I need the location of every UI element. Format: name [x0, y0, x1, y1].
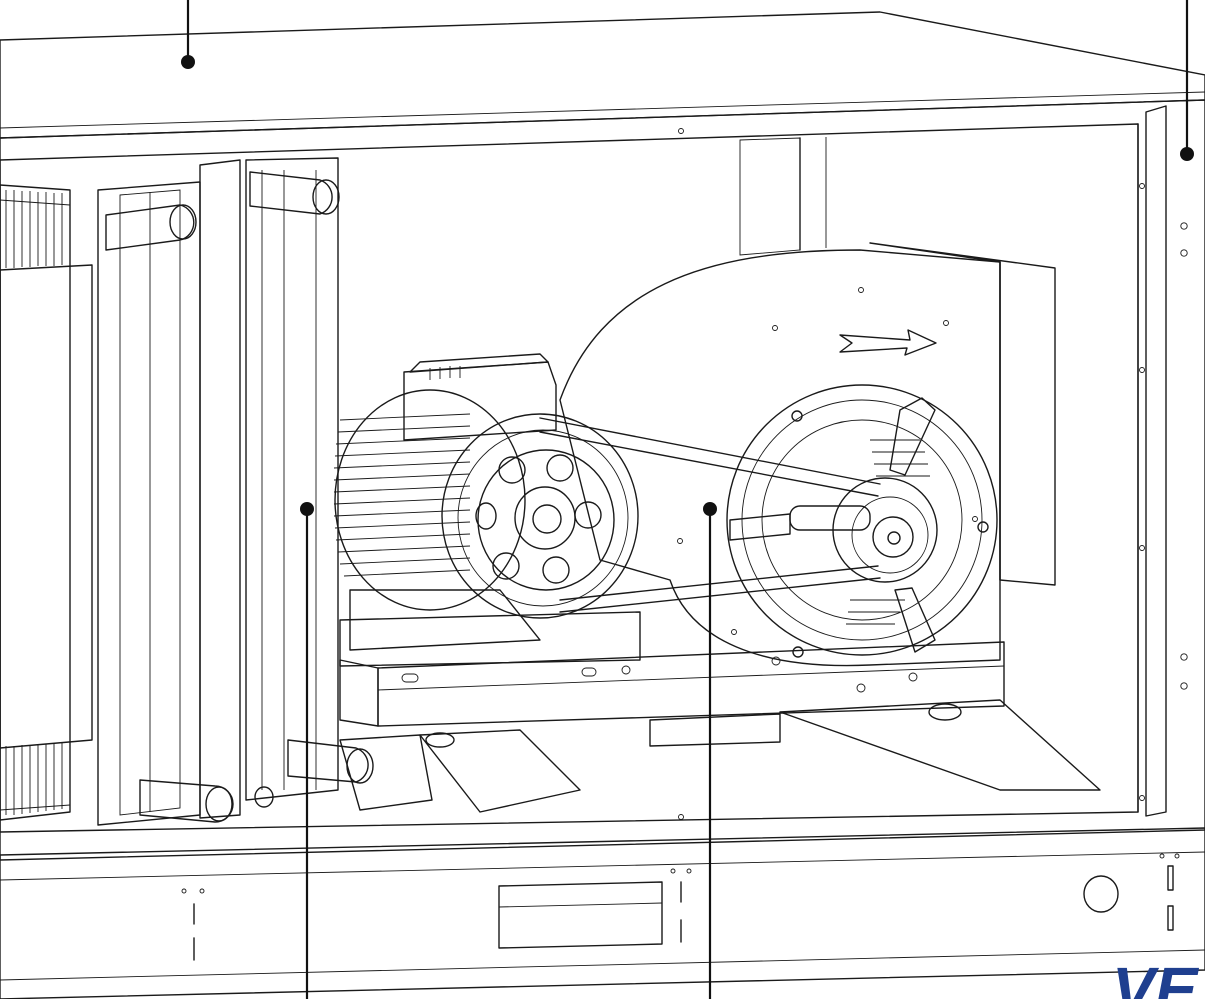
base-frame: [339, 641, 1101, 813]
fan-housing: [559, 242, 1056, 667]
coil-block-left: [0, 184, 93, 821]
electric-motor: [333, 353, 641, 667]
callouts: [181, 0, 1194, 999]
callout-fan-housing: [703, 502, 717, 999]
callout-top-panel: [181, 0, 195, 69]
casing-top-panel: [0, 11, 1205, 139]
brand-logo: VE: [1112, 954, 1200, 999]
v-belt: [539, 417, 881, 613]
base-rail: [0, 827, 1205, 999]
heating-coil: [97, 157, 374, 826]
callout-heating-coil: [300, 502, 314, 999]
casing-frame: [0, 99, 1205, 861]
callout-side-frame: [1180, 0, 1194, 161]
